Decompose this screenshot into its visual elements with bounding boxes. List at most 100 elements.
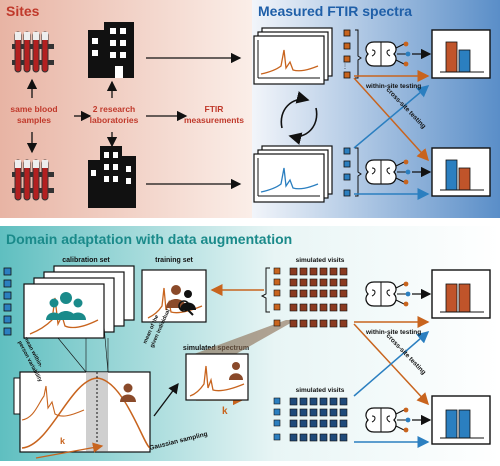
measured-spectra-title: Measured FTIR spectra [258,3,412,19]
simulated-visit-cell [289,278,298,287]
simulated-visit-cell [329,319,338,328]
k-label-right: k [222,406,228,417]
simulated-visit-cell [289,289,298,298]
bar-chart-icon [431,395,491,445]
simulated-visit-cell [289,303,298,312]
spectrum-stack-orange [253,27,333,85]
bar-chart-icon [431,29,491,79]
same-blood-label-2: samples [17,115,51,125]
simulated-visit-cell [299,303,308,312]
bar-chart-icon [431,147,491,197]
simulated-visit-cell [289,267,298,276]
simulated-visit-cell [339,267,348,276]
simulated-visit-cell [299,278,308,287]
simulated-visits-label-top: simulated visits [296,257,345,264]
brain-network-icon [365,159,411,185]
simulated-visit-cell [319,278,328,287]
simulated-visit-cell [289,319,298,328]
simulated-visit-cell [339,303,348,312]
simulated-visit-cell [319,303,328,312]
simulated-spectrum-box [185,353,249,401]
feature-squares-orange [343,29,351,79]
simulated-visit-cell [319,319,328,328]
simulated-visits-grid-orange [289,267,348,328]
simulated-visit-cell [299,289,308,298]
labs-label-2: laboratories [90,115,139,125]
simulated-visit-cell [299,397,308,406]
simulated-visit-cell [319,433,328,442]
simulated-visit-cell [329,433,338,442]
ftir-label-1: FTIR [205,104,224,114]
simulated-visit-cell [309,408,318,417]
brain-network-icon [365,407,411,433]
simulated-visit-cell [339,278,348,287]
same-blood-label-1: same blood [10,104,57,114]
building-icon [88,146,136,208]
calibration-set-label: calibration set [62,257,110,264]
simulated-visit-cell [339,397,348,406]
simulated-visit-cell [319,408,328,417]
domain-adaptation-title: Domain adaptation with data augmentation [6,231,292,247]
bar-chart-icon [431,269,491,319]
simulated-visit-cell [299,419,308,428]
simulated-visit-cell [309,278,318,287]
feature-squares-blue [343,147,351,197]
gaussian-panel [13,371,151,453]
simulated-visit-cell [289,433,298,442]
feature-squares-blue-left [3,267,12,336]
simulated-visit-cell [339,289,348,298]
simulated-visits-grid-blue [289,397,348,442]
person-icon [120,383,136,402]
simulated-visit-cell [339,408,348,417]
simulated-visit-cell [299,433,308,442]
simulated-visit-cell [329,303,338,312]
simulated-visit-cell [329,267,338,276]
simulated-visit-cell [329,289,338,298]
cycle-arrows-icon [280,91,318,145]
ftir-label-2: measurements [184,115,244,125]
simulated-visit-cell [319,419,328,428]
simulated-visit-cell [319,397,328,406]
brain-network-icon [365,41,411,67]
simulated-visit-cell [319,267,328,276]
simulated-visit-cell [329,278,338,287]
simulated-visit-cell [309,419,318,428]
search-people-icon [166,285,196,316]
within-site-label-top: within-site testing [365,83,421,90]
simulated-visit-cell [309,303,318,312]
simulated-visit-cell [289,397,298,406]
simulated-visit-cell [309,319,318,328]
simulated-visit-cell [329,408,338,417]
simulated-visit-cell [299,267,308,276]
test-tubes-icon [12,31,54,73]
ellipsis: ⋮ [342,64,348,70]
simulated-visit-cell [329,397,338,406]
simulated-visit-cell [329,419,338,428]
calibration-set-stack [23,265,135,339]
labs-label-1: 2 research [93,104,136,114]
simulated-visit-cell [339,433,348,442]
training-set-label: training set [155,257,193,264]
simulated-visit-cell [319,289,328,298]
within-site-label-bottom: within-site testing [365,329,421,336]
spectrum-stack-blue [253,145,333,203]
sites-title: Sites [6,3,40,19]
k-label-left: k [60,436,66,446]
building-icon [88,22,134,78]
simulated-visit-cell [309,433,318,442]
test-tubes-icon [12,159,54,201]
simulated-visit-cell [309,397,318,406]
simulated-visit-cell [289,408,298,417]
simulated-visit-cell [339,319,348,328]
brain-network-icon [365,281,411,307]
simulated-visit-cell [339,419,348,428]
people-group-icon [46,292,86,320]
simulated-visit-cell [309,267,318,276]
simulated-visit-cell [299,319,308,328]
training-set-box [141,269,207,323]
simulated-visits-label-bottom: simulated visits [296,387,345,394]
simulated-visit-cell [289,419,298,428]
simulated-visit-cell [309,289,318,298]
